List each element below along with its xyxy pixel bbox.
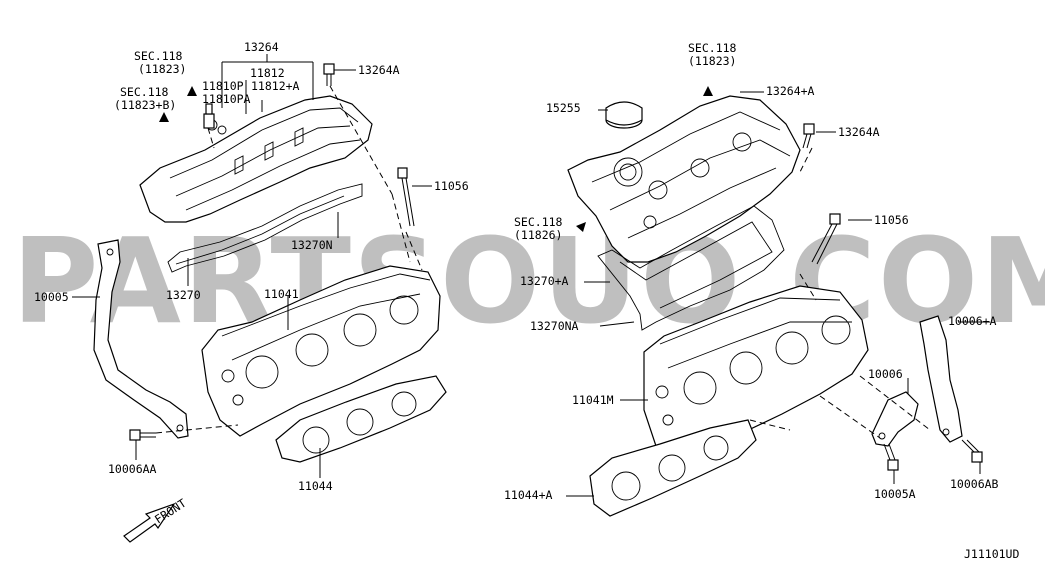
bracket-10006[interactable] (871, 391, 919, 447)
label-10005a[interactable]: 10005A (874, 487, 916, 501)
rocker-cover-gasket-right[interactable] (597, 205, 785, 331)
label-11044[interactable]: 11044 (298, 479, 333, 493)
arrow-up-icon (703, 86, 713, 96)
arrow-up-icon (159, 112, 169, 122)
label-11041m[interactable]: 11041M (572, 393, 614, 407)
front-label: FRONT (152, 496, 189, 527)
label-10006aa[interactable]: 10006AA (108, 462, 157, 476)
label-10006-plus-a[interactable]: 10006+A (948, 314, 997, 328)
label-11810pa[interactable]: 11810PA (202, 92, 251, 106)
front-arrow-icon (123, 502, 176, 543)
label-13270n[interactable]: 13270N (291, 238, 333, 252)
label-13270-plus-a[interactable]: 13270+A (520, 274, 569, 288)
label-sec118-11823-right-sub[interactable]: (11823) (688, 54, 736, 68)
bolt-10006aa[interactable] (129, 429, 156, 441)
label-13264-plus-a[interactable]: 13264+A (766, 84, 815, 98)
label-13270[interactable]: 13270 (166, 288, 201, 302)
label-11056-right[interactable]: 11056 (874, 213, 909, 227)
label-sec118-11823b-sub[interactable]: (11823+B) (114, 98, 176, 112)
bracket-10006a[interactable] (919, 315, 963, 443)
label-10005[interactable]: 10005 (34, 290, 69, 304)
bolt-13264a-right[interactable] (802, 123, 815, 149)
bolt-11056-right[interactable] (811, 213, 841, 265)
oil-filler-cap[interactable] (605, 101, 643, 129)
bolt-11056-left[interactable] (397, 167, 415, 227)
arrow-left-icon (576, 222, 586, 232)
label-15255[interactable]: 15255 (546, 101, 581, 115)
arrow-up-icon (187, 86, 197, 96)
rocker-cover-right[interactable] (567, 95, 801, 263)
label-10006ab[interactable]: 10006AB (950, 477, 999, 491)
label-11812[interactable]: 11812 (250, 66, 285, 80)
cylinder-head-left[interactable] (201, 265, 441, 437)
label-11041[interactable]: 11041 (264, 287, 299, 301)
bolt-13264a-left[interactable] (323, 63, 335, 86)
head-gasket-right[interactable] (589, 419, 757, 517)
diagram-code: J11101UD (964, 547, 1019, 561)
label-10006[interactable]: 10006 (868, 367, 903, 381)
label-sec118-11823-left[interactable]: SEC.118 (134, 49, 183, 63)
watermark: PARTSOUQ.COM (12, 212, 1045, 350)
label-13264[interactable]: 13264 (244, 40, 279, 54)
label-sec118-11823b[interactable]: SEC.118 (120, 85, 169, 99)
label-sec118-11823-left-sub[interactable]: (11823) (138, 62, 186, 76)
rocker-cover-gasket-left[interactable] (167, 183, 363, 273)
label-13264a-left[interactable]: 13264A (358, 63, 400, 77)
label-13264a-right[interactable]: 13264A (838, 125, 880, 139)
label-sec118-11826-sub[interactable]: (11826) (514, 228, 562, 242)
bracket-10005[interactable] (93, 239, 189, 439)
bolt-10006ab[interactable] (961, 439, 983, 463)
pcv-valve-left[interactable] (203, 103, 215, 129)
label-13270na[interactable]: 13270NA (530, 319, 579, 333)
bolt-10005a[interactable] (883, 443, 899, 471)
rocker-cover-left[interactable] (139, 95, 373, 223)
label-11044-plus-a[interactable]: 11044+A (504, 488, 553, 502)
label-11812a[interactable]: 11812+A (251, 79, 300, 93)
head-gasket-left[interactable] (275, 375, 447, 463)
label-sec118-11826[interactable]: SEC.118 (514, 215, 563, 229)
label-11810p[interactable]: 11810P (202, 79, 244, 93)
label-11056-left[interactable]: 11056 (434, 179, 469, 193)
label-sec118-11823-right[interactable]: SEC.118 (688, 41, 737, 55)
